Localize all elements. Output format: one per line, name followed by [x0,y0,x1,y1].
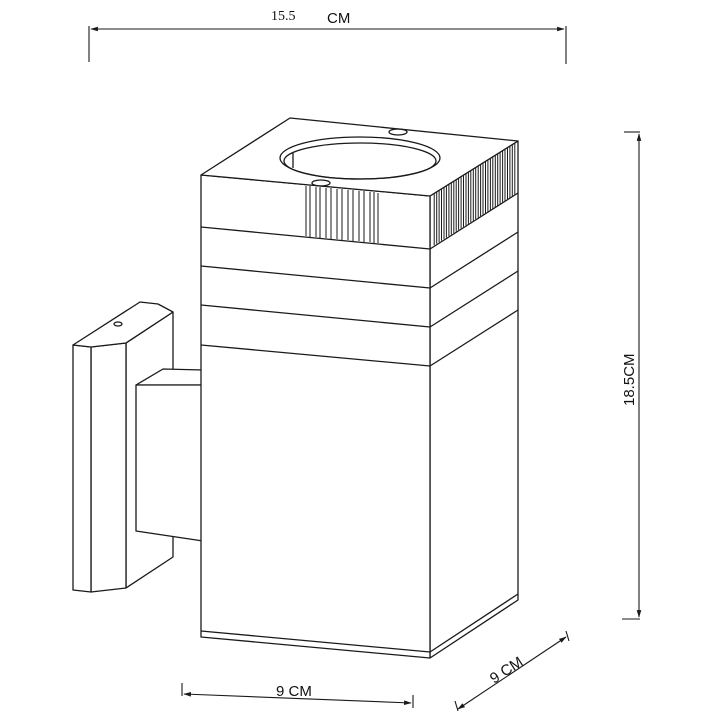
height-dimension-line: 18.5CM [621,131,642,620]
connector-arm [135,368,204,542]
front-screw-hole [311,179,331,187]
width-dimension-line: 15.5 CM [88,9,567,64]
lamp-body [200,117,519,659]
side-ribs [433,142,516,246]
front-width-dimension-line: 9 CM [181,683,414,708]
mounting-hole [113,321,123,327]
depth-label: 9 CM [487,654,526,688]
depth-dimension-line: 9 CM [454,630,570,712]
width-unit: CM [327,10,350,27]
lamp-opening-inner [283,142,437,180]
height-label: 18.5CM [621,353,638,406]
top-screw-hole [388,128,408,136]
front-width-label: 9 CM [276,683,312,700]
width-value: 15.5 [271,9,296,24]
front-ribs [305,186,379,243]
